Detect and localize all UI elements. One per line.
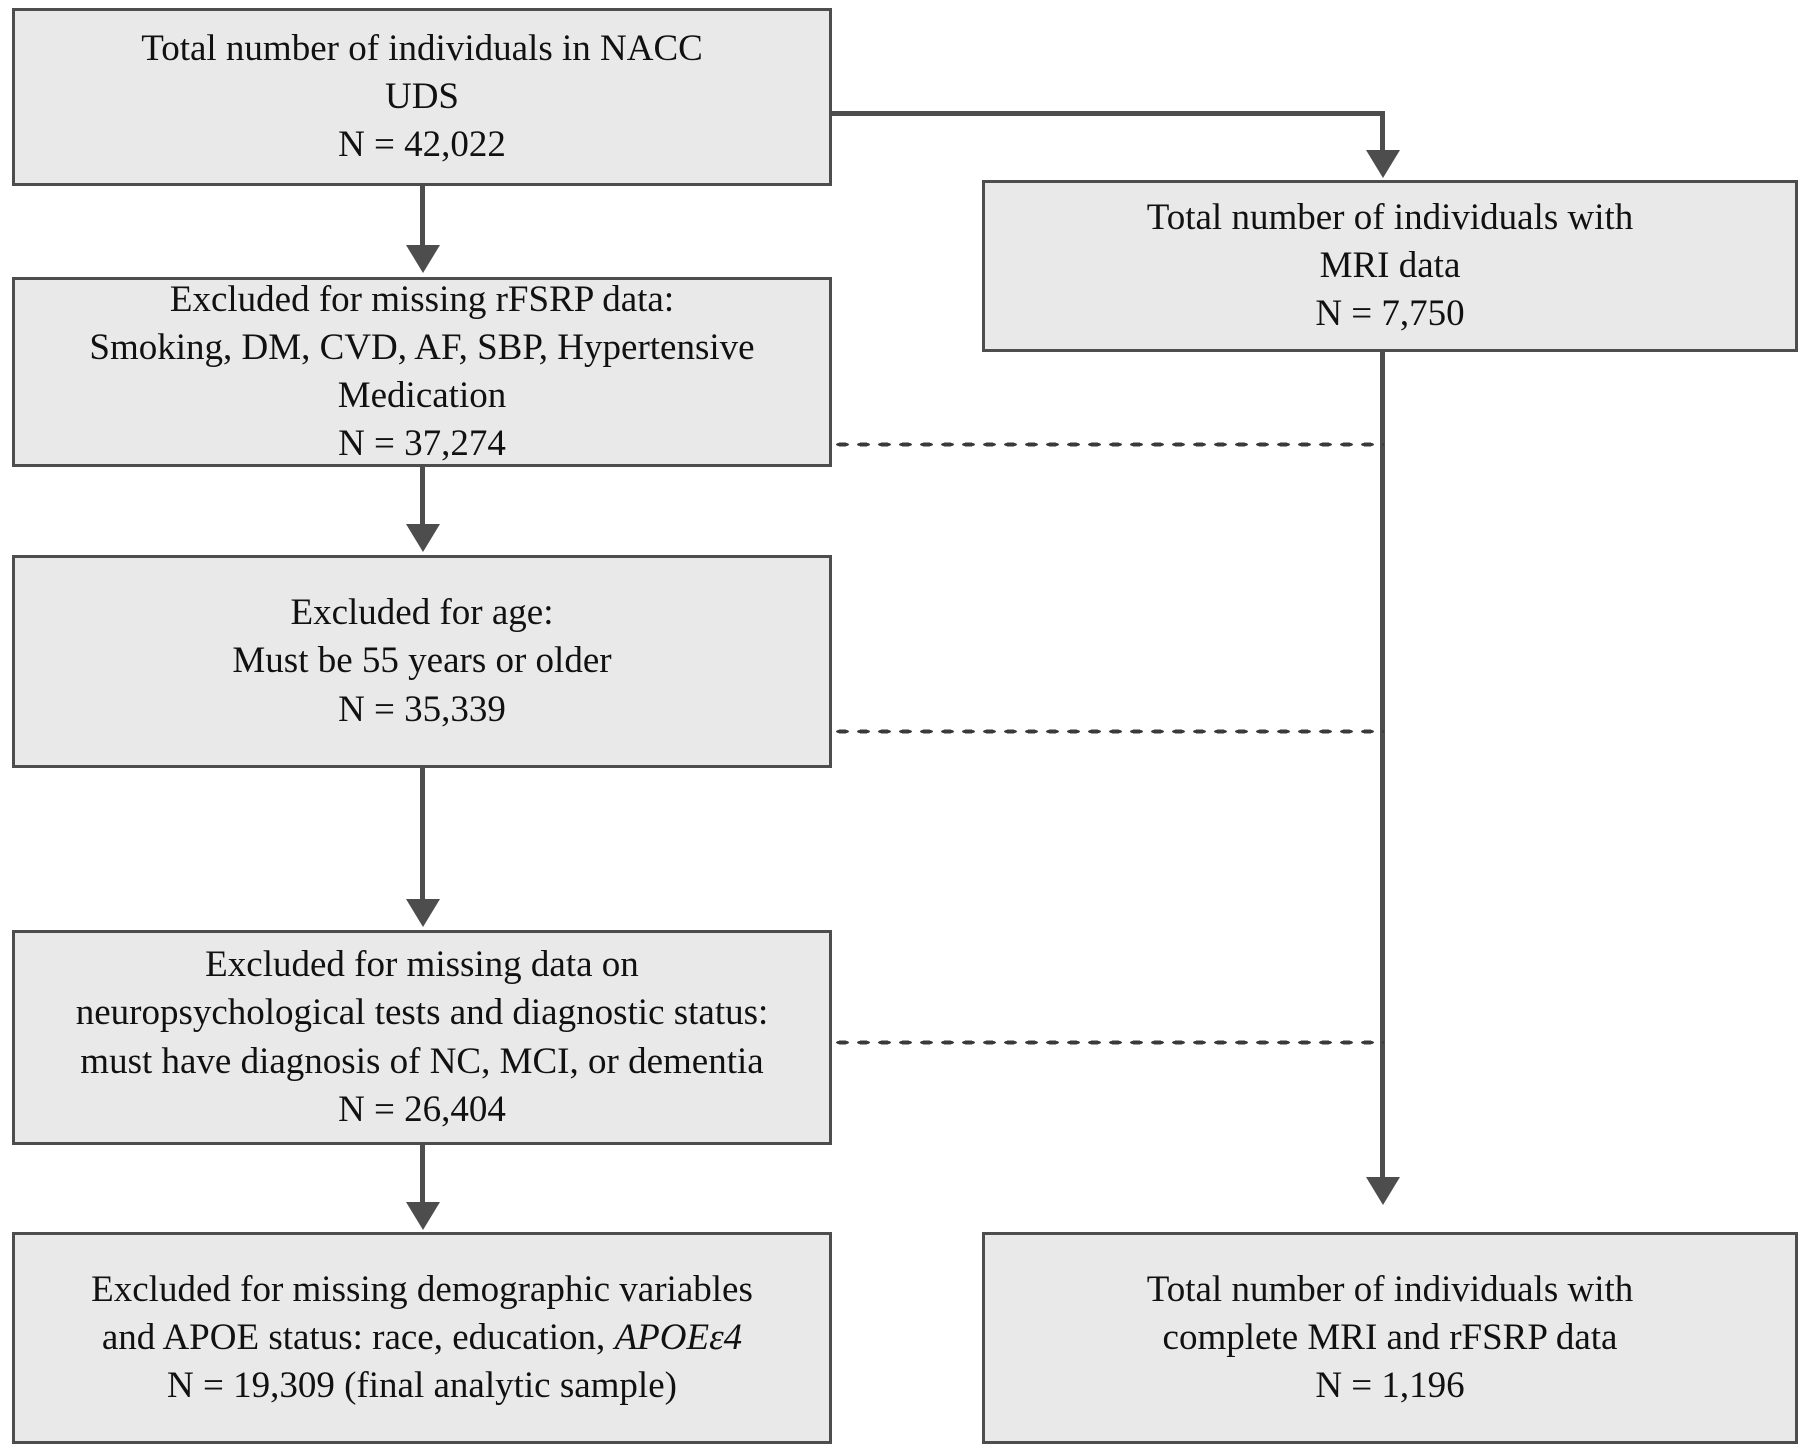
node-excluded-demographic-line-2-text: and APOE status: race, education,	[101, 1316, 615, 1358]
apoe-e4-gene-label: APOEε4	[614, 1316, 743, 1358]
node-excluded-neuropsych-count: N = 26,404	[338, 1088, 506, 1130]
node-mri-total-count: N = 7,750	[1315, 293, 1465, 335]
node-excluded-neuropsych-line-2: neuropsychological tests and diagnostic …	[75, 992, 769, 1034]
node-total-nacc: Total number of individuals in NACC UDS …	[12, 8, 832, 186]
elbow-vertical-segment	[1380, 111, 1385, 153]
node-mri-total-line-2: MRI data	[1319, 244, 1461, 286]
node-final-mri-rfsrp-line-2: complete MRI and rFSRP data	[1162, 1316, 1618, 1358]
node-excluded-age: Excluded for age: Must be 55 years or ol…	[12, 555, 832, 768]
arrowhead-rfsrp-to-age	[406, 524, 440, 552]
arrow-shaft-mri-to-final	[1380, 352, 1385, 1180]
node-excluded-neuropsych-line-3: must have diagnosis of NC, MCI, or demen…	[80, 1040, 764, 1082]
node-excluded-rfsrp-line-2: Smoking, DM, CVD, AF, SBP, Hypertensive	[89, 326, 755, 368]
arrow-shaft-neuropsych-to-demographic	[420, 1145, 425, 1205]
node-final-mri-rfsrp-count: N = 1,196	[1315, 1365, 1465, 1407]
node-excluded-age-line-1: Excluded for age:	[290, 592, 554, 634]
node-total-nacc-line-1: Total number of individuals in NACC	[141, 27, 703, 69]
node-final-mri-rfsrp: Total number of individuals with complet…	[982, 1232, 1798, 1444]
node-excluded-demographic-line-1: Excluded for missing demographic variabl…	[91, 1268, 753, 1310]
elbow-arrowhead-to-mri	[1366, 150, 1400, 178]
node-mri-total: Total number of individuals with MRI dat…	[982, 180, 1798, 352]
dotted-link-age-to-mri-stem	[832, 728, 1384, 735]
node-excluded-neuropsych-line-1: Excluded for missing data on	[205, 944, 639, 986]
node-excluded-rfsrp-count: N = 37,274	[338, 423, 506, 465]
node-excluded-demographic-count: N = 19,309 (final analytic sample)	[167, 1365, 677, 1407]
node-total-nacc-count: N = 42,022	[338, 124, 506, 166]
node-total-nacc-line-2: UDS	[384, 75, 460, 117]
node-excluded-rfsrp-line-3: Medication	[337, 375, 507, 416]
node-excluded-demographic: Excluded for missing demographic variabl…	[12, 1232, 832, 1444]
arrow-shaft-age-to-neuropsych	[420, 768, 425, 902]
arrow-shaft-nacc-to-rfsrp	[420, 186, 425, 248]
node-excluded-rfsrp-line-1: Excluded for missing rFSRP data:	[169, 278, 675, 320]
node-excluded-neuropsych: Excluded for missing data on neuropsycho…	[12, 930, 832, 1145]
node-excluded-rfsrp: Excluded for missing rFSRP data: Smoking…	[12, 277, 832, 467]
arrowhead-age-to-neuropsych	[406, 899, 440, 927]
node-final-mri-rfsrp-line-1: Total number of individuals with	[1146, 1268, 1634, 1310]
arrow-shaft-rfsrp-to-age	[420, 467, 425, 527]
node-excluded-age-count: N = 35,339	[338, 688, 506, 730]
arrowhead-neuropsych-to-demographic	[406, 1202, 440, 1230]
node-excluded-age-line-2: Must be 55 years or older	[232, 640, 612, 682]
dotted-link-rfsrp-to-mri-stem	[832, 441, 1384, 448]
node-mri-total-line-1: Total number of individuals with	[1146, 196, 1634, 238]
dotted-link-neuropsych-to-mri-stem	[832, 1039, 1384, 1046]
node-excluded-demographic-line-2: and APOE status: race, education, APOEε4	[102, 1314, 742, 1362]
elbow-horizontal-segment	[830, 111, 1385, 116]
arrowhead-mri-to-final	[1366, 1177, 1400, 1205]
arrowhead-nacc-to-rfsrp	[406, 245, 440, 273]
